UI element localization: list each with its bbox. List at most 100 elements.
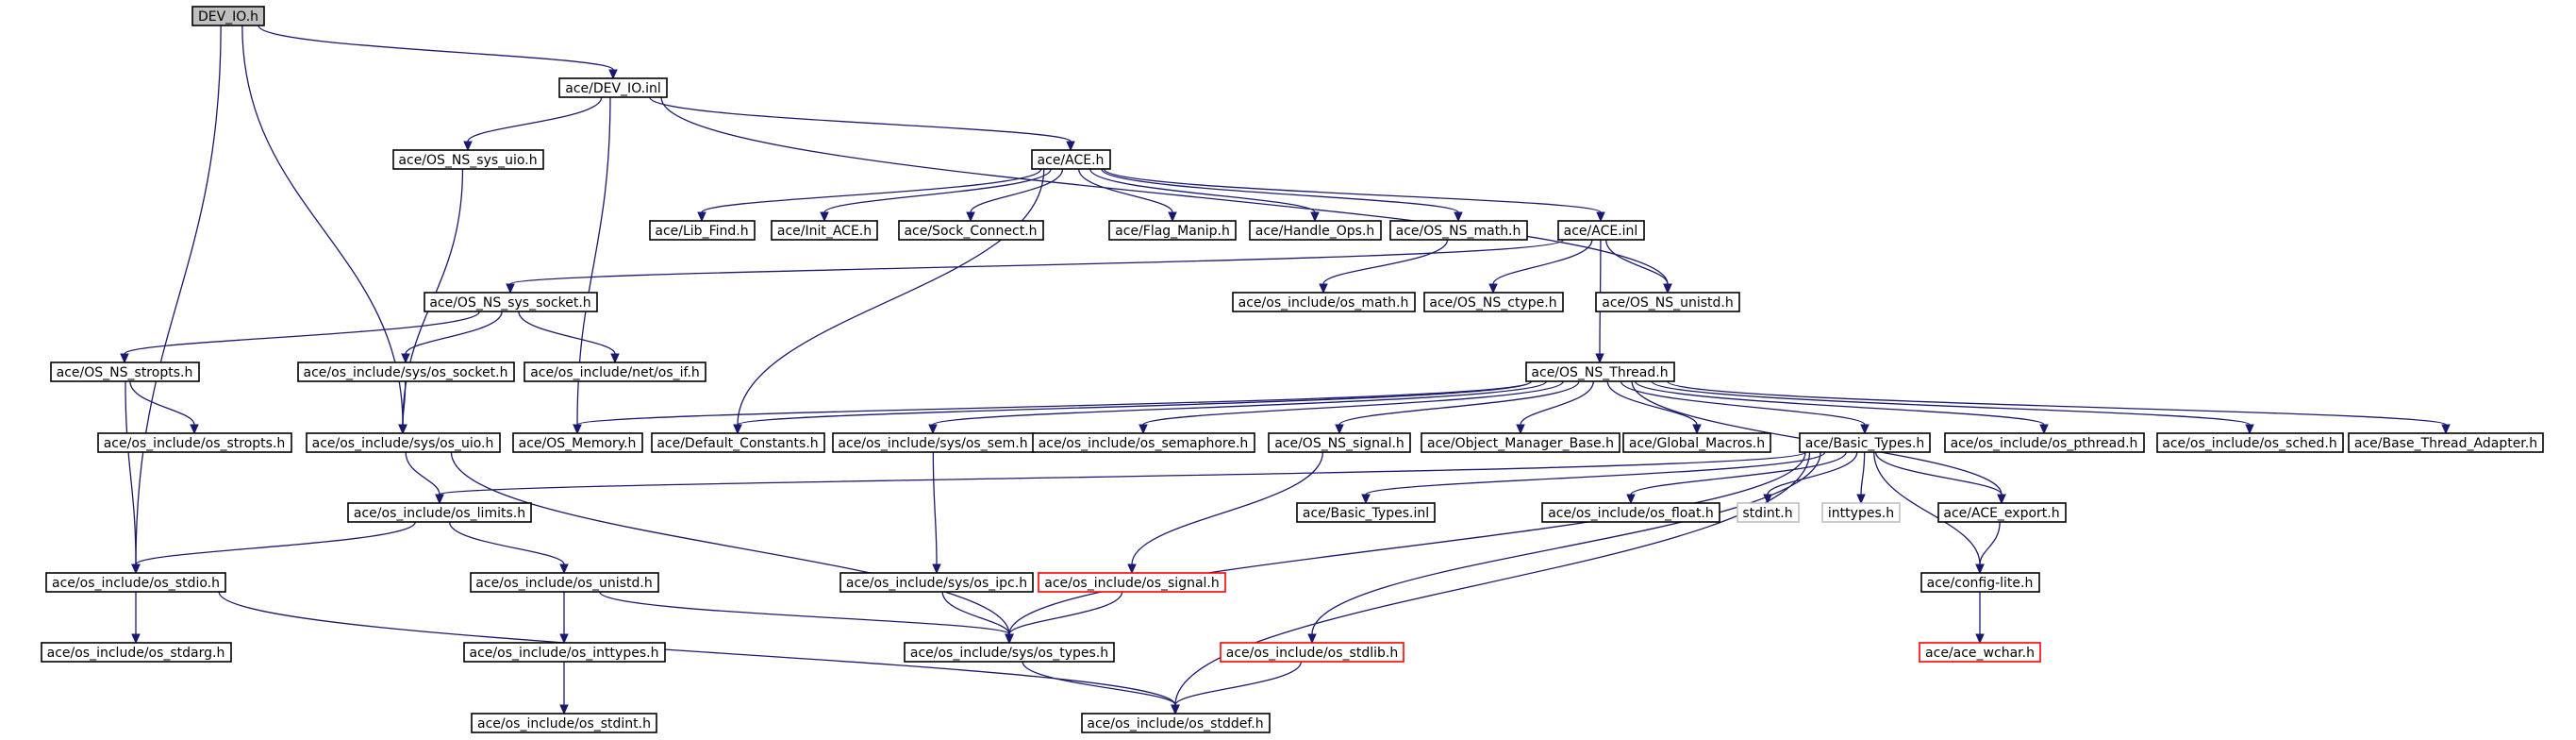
node-os-include-os-signal-h[interactable]: ace/os_include/os_signal.h: [1038, 572, 1226, 593]
node-inttypes-h[interactable]: inttypes.h: [1821, 502, 1901, 523]
node-dev-io-h[interactable]: DEV_IO.h: [191, 6, 265, 26]
node-ace-h[interactable]: ace/ACE.h: [1031, 149, 1111, 170]
node-os-include-os-sched-h[interactable]: ace/os_include/os_sched.h: [2156, 432, 2344, 453]
node-label: ace/Object_Manager_Base.h: [1427, 436, 1614, 451]
node-ace-export-h[interactable]: ace/ACE_export.h: [1937, 502, 2067, 523]
node-label: ace/ACE.inl: [1564, 224, 1638, 239]
node-box: [2348, 432, 2544, 453]
node-os-ns-stropts-h[interactable]: ace/OS_NS_stropts.h: [50, 362, 200, 382]
node-label: ace/os_include/sys/os_uio.h: [312, 436, 494, 451]
edge-arrowhead: [2039, 424, 2049, 435]
node-label: ace/os_include/os_stddef.h: [1087, 716, 1263, 732]
node-os-include-os-stdint-h[interactable]: ace/os_include/os_stdint.h: [471, 713, 657, 733]
node-box: [2156, 432, 2344, 453]
node-os-include-os-stdarg-h[interactable]: ace/os_include/os_stdarg.h: [41, 642, 232, 663]
node-os-include-os-stdio-h[interactable]: ace/os_include/os_stdio.h: [45, 572, 226, 593]
edge-basic-types-h-to-os-include-sys-os-types-h: [1008, 451, 1806, 635]
edge-os-ns-thread-h-to-base-thread-adapter-h: [1667, 380, 2447, 426]
node-os-include-os-inttypes-h[interactable]: ace/os_include/os_inttypes.h: [463, 642, 666, 663]
node-lib-find-h[interactable]: ace/Lib_Find.h: [649, 220, 756, 241]
node-label: ace/Basic_Types.h: [1805, 436, 1924, 451]
node-os-include-os-limits-h[interactable]: ace/os_include/os_limits.h: [347, 502, 532, 523]
node-os-ns-unistd-h[interactable]: ace/OS_NS_unistd.h: [1595, 292, 1740, 312]
node-ace-inl[interactable]: ace/ACE.inl: [1557, 220, 1645, 241]
edge-ace-export-h-to-config-lite-h: [1979, 521, 2001, 565]
node-os-include-net-os-if-h[interactable]: ace/os_include/net/os_if.h: [524, 362, 706, 382]
node-os-ns-sys-uio-h[interactable]: ace/OS_NS_sys_uio.h: [392, 149, 544, 170]
node-os-include-sys-os-types-h[interactable]: ace/os_include/sys/os_types.h: [904, 642, 1115, 663]
edge-arrowhead: [1626, 494, 1636, 505]
edge-arrowhead: [1596, 211, 1605, 223]
edge-os-ns-thread-h-to-object-manager-base-h: [1520, 380, 1594, 426]
node-label: ace/os_include/os_float.h: [1548, 506, 1714, 521]
node-box: [1799, 432, 1931, 453]
node-os-include-os-float-h[interactable]: ace/os_include/os_float.h: [1541, 502, 1720, 523]
node-os-include-os-stddef-h[interactable]: ace/os_include/os_stddef.h: [1081, 713, 1271, 733]
node-box: [1737, 502, 1800, 523]
node-global-macros-h[interactable]: ace/Global_Macros.h: [1622, 432, 1771, 453]
edge-os-include-sys-os-types-h-to-os-include-os-stddef-h: [1022, 661, 1176, 706]
node-os-include-os-unistd-h[interactable]: ace/os_include/os_unistd.h: [470, 572, 659, 593]
node-default-constants-h[interactable]: ace/Default_Constants.h: [651, 432, 825, 453]
node-os-include-os-math-h[interactable]: ace/os_include/os_math.h: [1232, 292, 1416, 312]
node-box: [470, 572, 659, 593]
node-basic-types-h[interactable]: ace/Basic_Types.h: [1799, 432, 1931, 453]
node-os-ns-sys-socket-h[interactable]: ace/OS_NS_sys_socket.h: [424, 292, 598, 312]
edge-arrowhead: [506, 283, 515, 294]
node-label: ace/ace_wchar.h: [1925, 646, 2035, 661]
edge-arrowhead: [398, 424, 407, 435]
node-os-ns-math-h[interactable]: ace/OS_NS_math.h: [1389, 220, 1528, 241]
node-os-include-os-semaphore-h[interactable]: ace/os_include/os_semaphore.h: [1032, 432, 1255, 453]
node-box: [392, 149, 544, 170]
edge-arrowhead: [610, 353, 620, 364]
node-label: ace/os_include/os_stdint.h: [477, 716, 651, 732]
node-os-include-os-stdlib-h[interactable]: ace/os_include/os_stdlib.h: [1220, 642, 1404, 663]
edge-arrowhead: [820, 211, 829, 223]
edge-dev-io-h-to-dev-io-inl: [258, 25, 614, 71]
node-handle-ops-h[interactable]: ace/Handle_Ops.h: [1249, 220, 1382, 241]
node-os-ns-ctype-h[interactable]: ace/OS_NS_ctype.h: [1423, 292, 1564, 312]
node-sock-connect-h[interactable]: ace/Sock_Connect.h: [898, 220, 1044, 241]
node-box: [1081, 713, 1271, 733]
node-config-lite-h[interactable]: ace/config-lite.h: [1920, 572, 2040, 593]
node-base-thread-adapter-h[interactable]: ace/Base_Thread_Adapter.h: [2348, 432, 2544, 453]
edge-arrowhead: [1975, 633, 1985, 645]
node-object-manager-base-h[interactable]: ace/Object_Manager_Base.h: [1421, 432, 1620, 453]
node-stdint-h[interactable]: stdint.h: [1737, 502, 1800, 523]
node-os-include-sys-os-ipc-h[interactable]: ace/os_include/sys/os_ipc.h: [839, 572, 1034, 593]
edge-os-include-os-signal-h-to-os-include-sys-os-types-h: [1008, 591, 1123, 635]
node-ace-wchar-h[interactable]: ace/ace_wchar.h: [1919, 642, 2041, 663]
node-os-memory-h[interactable]: ace/OS_Memory.h: [512, 432, 643, 453]
edge-arrowhead: [1319, 283, 1328, 294]
node-init-ace-h[interactable]: ace/Init_ACE.h: [771, 220, 878, 241]
node-box: [898, 220, 1044, 241]
edge-arrowhead: [1361, 494, 1371, 505]
node-label: ace/Flag_Manip.h: [1115, 224, 1230, 239]
node-os-include-sys-os-sem-h[interactable]: ace/os_include/sys/os_sem.h: [832, 432, 1035, 453]
edge-arrowhead: [1997, 494, 2006, 505]
edge-basic-types-h-to-os-include-os-stdlib-h: [1311, 451, 1821, 635]
node-box: [1032, 432, 1255, 453]
edge-arrowhead: [120, 353, 129, 364]
node-label: stdint.h: [1742, 506, 1792, 521]
edge-os-include-os-limits-h-to-os-include-os-unistd-h: [448, 521, 565, 565]
edge-arrowhead: [1171, 704, 1180, 715]
edge-os-include-sys-os-ipc-h-to-os-include-sys-os-types-h: [941, 591, 1010, 635]
node-os-ns-thread-h[interactable]: ace/OS_NS_Thread.h: [1525, 362, 1675, 382]
node-box: [1920, 572, 2040, 593]
edge-arrowhead: [131, 563, 141, 575]
node-box: [1944, 432, 2145, 453]
node-basic-types-inl[interactable]: ace/Basic_Types.inl: [1296, 502, 1436, 523]
node-os-ns-signal-h[interactable]: ace/OS_NS_signal.h: [1268, 432, 1411, 453]
node-dev-io-inl[interactable]: ace/DEV_IO.inl: [558, 77, 668, 98]
node-label: ace/os_include/sys/os_ipc.h: [846, 576, 1027, 591]
node-os-include-sys-os-socket-h[interactable]: ace/os_include/sys/os_socket.h: [297, 362, 515, 382]
node-os-include-sys-os-uio-h[interactable]: ace/os_include/sys/os_uio.h: [306, 432, 501, 453]
node-flag-manip-h[interactable]: ace/Flag_Manip.h: [1108, 220, 1237, 241]
node-box: [463, 642, 666, 663]
edge-os-include-sys-os-sem-h-to-os-include-sys-os-ipc-h: [932, 451, 938, 565]
node-label: ace/Global_Macros.h: [1629, 436, 1765, 451]
node-os-include-os-pthread-h[interactable]: ace/os_include/os_pthread.h: [1944, 432, 2145, 453]
node-box: [1557, 220, 1645, 241]
node-os-include-os-stropts-h[interactable]: ace/os_include/os_stropts.h: [97, 432, 292, 453]
